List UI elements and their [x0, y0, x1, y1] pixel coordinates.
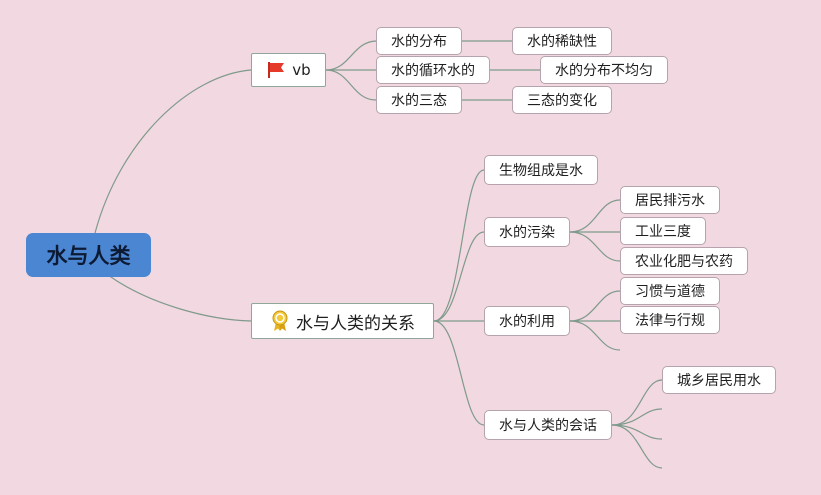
leaf-resident-sewage[interactable]: 居民排污水 — [620, 186, 720, 214]
subtopic-water-distribution[interactable]: 水的分布 — [376, 27, 462, 55]
subtopic-water-use[interactable]: 水的利用 — [484, 306, 570, 336]
award-ribbon-icon — [270, 310, 290, 332]
root-topic[interactable]: 水与人类 — [26, 233, 151, 277]
leaf-agri-fertilizer[interactable]: 农业化肥与农药 — [620, 247, 748, 275]
branch-topic-vb[interactable]: vb — [251, 53, 326, 87]
leaf-state-changes[interactable]: 三态的变化 — [512, 86, 612, 114]
leaf-habits-morals[interactable]: 习惯与道德 — [620, 277, 720, 305]
leaf-uneven-distribution[interactable]: 水的分布不均匀 — [540, 56, 668, 84]
subtopic-water-dialogue[interactable]: 水与人类的会话 — [484, 410, 612, 440]
leaf-laws-rules[interactable]: 法律与行规 — [620, 306, 720, 334]
leaf-industrial-waste[interactable]: 工业三度 — [620, 217, 706, 245]
subtopic-organism-water[interactable]: 生物组成是水 — [484, 155, 598, 185]
branch-label-relation: 水与人类的关系 — [296, 313, 415, 334]
subtopic-water-three-states[interactable]: 水的三态 — [376, 86, 462, 114]
branch-topic-relation[interactable]: 水与人类的关系 — [251, 303, 434, 339]
leaf-urban-rural-water[interactable]: 城乡居民用水 — [662, 366, 776, 394]
leaf-water-scarcity[interactable]: 水的稀缺性 — [512, 27, 612, 55]
subtopic-water-pollution[interactable]: 水的污染 — [484, 217, 570, 247]
red-flag-icon — [266, 61, 286, 79]
branch-label-vb: vb — [292, 61, 311, 79]
subtopic-water-cycle[interactable]: 水的循环水的 — [376, 56, 490, 84]
